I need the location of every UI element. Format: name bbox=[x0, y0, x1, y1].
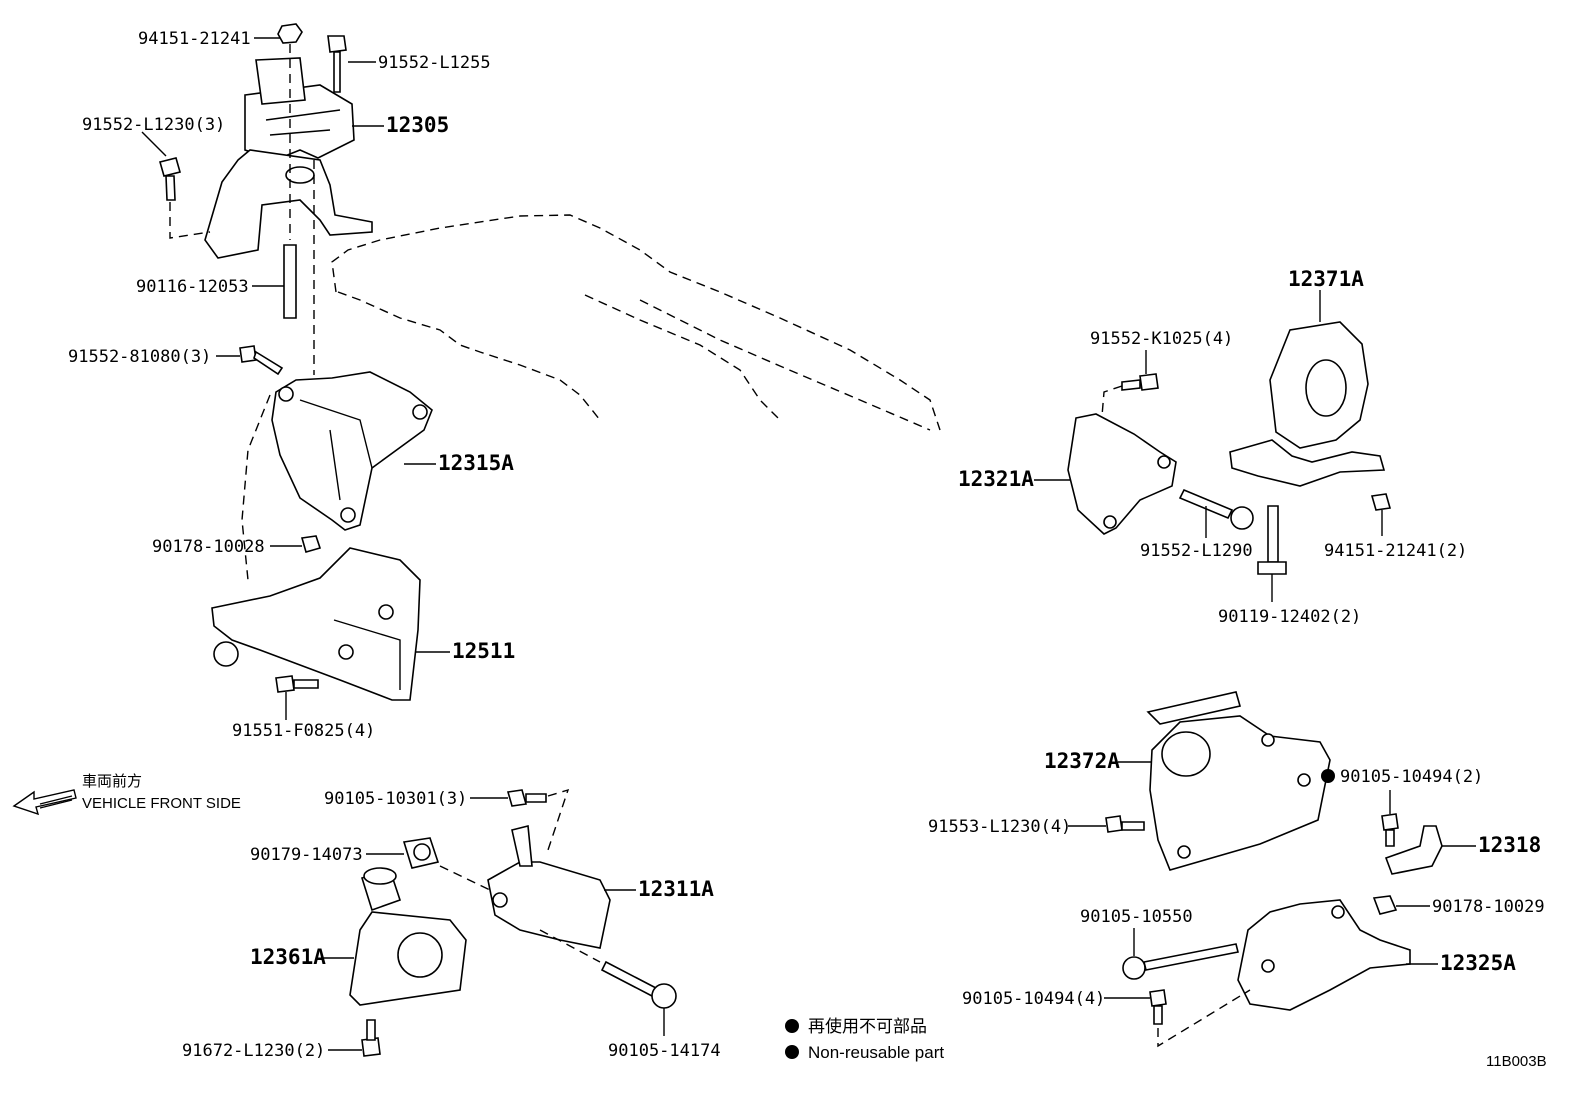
legend-dot-icon bbox=[785, 1045, 799, 1059]
label-90105-10550: 90105-10550 bbox=[1080, 907, 1193, 927]
label-12311A: 12311A bbox=[638, 877, 714, 901]
bolt-90105-10301 bbox=[506, 789, 547, 807]
label-12318: 12318 bbox=[1478, 833, 1541, 857]
diagram-code: 11B003B bbox=[1486, 1053, 1547, 1070]
mount-12371A bbox=[1229, 321, 1386, 487]
label-12321A: 12321A bbox=[958, 467, 1034, 491]
bolt-91552-81080 bbox=[239, 345, 284, 376]
nut-90178-10028 bbox=[300, 535, 322, 553]
non-reusable-mark-icon bbox=[1321, 769, 1335, 783]
bracket-12321A bbox=[1067, 413, 1177, 535]
nut-94151-21241-top bbox=[277, 23, 303, 44]
bolt-91552-L1255 bbox=[327, 35, 347, 93]
front-direction-arrow-icon bbox=[12, 789, 77, 816]
label-90105-10494-4: 90105-10494(4) bbox=[962, 989, 1105, 1009]
label-12511: 12511 bbox=[452, 639, 515, 663]
bracket-12318 bbox=[1384, 825, 1443, 875]
label-91552-L1290: 91552-L1290 bbox=[1140, 541, 1253, 561]
label-91552-81080-3: 91552-81080(3) bbox=[68, 347, 211, 367]
label-91551-F0825-4: 91551-F0825(4) bbox=[232, 721, 375, 741]
engine-mount-12305 bbox=[204, 57, 373, 259]
mount-12372A bbox=[1146, 691, 1331, 871]
bolt-91551-F0825 bbox=[275, 675, 319, 693]
legend-jp: 再使用不可部品 bbox=[808, 1016, 927, 1036]
label-90178-10029: 90178-10029 bbox=[1432, 897, 1545, 917]
label-90179-14073: 90179-14073 bbox=[250, 845, 363, 865]
bolt-90105-10494-lower bbox=[1149, 989, 1167, 1025]
label-12315A: 12315A bbox=[438, 451, 514, 475]
collar-90179-14073 bbox=[402, 837, 440, 869]
stud-90119-12402 bbox=[1257, 505, 1287, 575]
label-90116-12053: 90116-12053 bbox=[136, 277, 249, 297]
label-94151-21241: 94151-21241 bbox=[138, 29, 251, 49]
label-91552-L1255: 91552-L1255 bbox=[378, 53, 491, 73]
label-91552-L1230-3: 91552-L1230(3) bbox=[82, 115, 225, 135]
bolt-91552-L1290 bbox=[1178, 488, 1254, 530]
label-12371A: 12371A bbox=[1288, 267, 1364, 291]
bolt-91553-L1230 bbox=[1105, 815, 1145, 833]
label-12325A: 12325A bbox=[1440, 951, 1516, 975]
label-91672-L1230-2: 91672-L1230(2) bbox=[182, 1041, 325, 1061]
engine-outline bbox=[331, 214, 941, 431]
label-91553-L1230-4: 91553-L1230(4) bbox=[928, 817, 1071, 837]
leader-lines bbox=[141, 37, 1476, 1051]
bolt-91552-L1230 bbox=[159, 157, 181, 201]
label-12372A: 12372A bbox=[1044, 749, 1120, 773]
bracket-12315A bbox=[271, 371, 433, 531]
legend-dot-icon bbox=[785, 1019, 799, 1033]
bolt-90105-10550 bbox=[1122, 943, 1239, 980]
bracket-12311A bbox=[487, 824, 611, 949]
front-indicator-en: VEHICLE FRONT SIDE bbox=[82, 795, 241, 812]
label-12305: 12305 bbox=[386, 113, 449, 137]
label-91552-K1025-4: 91552-K1025(4) bbox=[1090, 329, 1233, 349]
nut-94151-21241-right bbox=[1370, 493, 1392, 511]
bolt-90105-14174 bbox=[600, 960, 677, 1009]
bolt-91672-L1230 bbox=[361, 1019, 381, 1057]
front-indicator-jp: 車両前方 bbox=[82, 773, 142, 790]
label-90105-10301-3: 90105-10301(3) bbox=[324, 789, 467, 809]
label-94151-21241-2: 94151-21241(2) bbox=[1324, 541, 1467, 561]
bracket-12325A bbox=[1237, 899, 1411, 1011]
label-90119-12402-2: 90119-12402(2) bbox=[1218, 607, 1361, 627]
label-90105-10494-2: 90105-10494(2) bbox=[1340, 767, 1483, 787]
nut-90178-10029 bbox=[1372, 895, 1398, 915]
bracket-12511 bbox=[211, 547, 421, 701]
bolt-90105-10494-right bbox=[1381, 813, 1399, 847]
stud-90116-12053 bbox=[283, 244, 297, 319]
label-90105-14174: 90105-14174 bbox=[608, 1041, 721, 1061]
label-12361A: 12361A bbox=[250, 945, 326, 969]
legend-en: Non-reusable part bbox=[808, 1043, 944, 1062]
label-90178-10028: 90178-10028 bbox=[152, 537, 265, 557]
mount-12361A bbox=[349, 867, 467, 1006]
bolt-91552-K1025 bbox=[1121, 373, 1159, 391]
